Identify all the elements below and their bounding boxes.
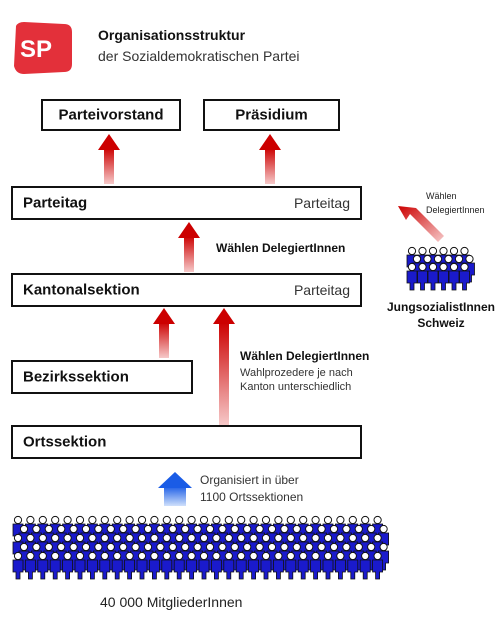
wahlprozedere-line2: Kanton unterschiedlich [240,381,352,393]
person-icon [347,551,359,580]
parteitag-sub: Parteitag [293,195,350,211]
person-icon [173,551,185,580]
waehlen-delegierte-1: Wählen DelegiertInnen [216,241,346,255]
person-icon [459,262,470,291]
kantonalsektion-label: Kantonalsektion [23,281,140,299]
juso-label-line2: Schweiz [417,316,465,330]
box-bezirkssektion: Bezirkssektion [11,360,193,394]
juso-label-line1: JungsozialistInnen [386,300,495,314]
person-icon [310,551,322,580]
parteivorstand-label: Parteivorstand [58,106,164,124]
arrow-to-praesidium [259,134,281,184]
person-icon [272,551,284,580]
person-icon [37,551,49,580]
waehlen-delegierte-2: Wählen DelegiertInnen [240,349,370,363]
person-icon [235,551,247,580]
person-icon [372,551,384,580]
page-title: Organisationsstruktur [98,27,246,43]
arrow-juso-to-parteitag [398,206,444,242]
arrow-ort-to-kantonal [213,308,235,425]
person-icon [248,551,260,580]
person-icon [136,551,148,580]
person-icon [74,551,86,580]
arrow-bezirk-to-kantonal [153,308,175,358]
page-subtitle: der Sozialdemokratischen Partei [98,48,300,64]
box-praesidium: Präsidium [203,99,340,131]
person-icon [62,551,74,580]
person-icon [359,551,371,580]
person-icon [99,551,111,580]
person-icon [260,551,272,580]
box-parteitag: Parteitag Parteitag [11,186,362,220]
praesidium-label: Präsidium [235,106,308,124]
sp-logo: SP [14,22,72,74]
ortssektion-label: Ortssektion [23,433,107,451]
person-icon [427,262,439,291]
person-icon [186,551,198,580]
person-icon [322,551,334,580]
arrow-to-parteitag [178,222,200,272]
person-icon [111,551,123,580]
juso-waehlen-line2: DelegiertInnen [426,205,485,215]
members-crowd [12,515,390,580]
person-icon [438,262,449,291]
juso-waehlen-line1: Wählen [426,191,457,201]
juso-crowd [406,246,475,291]
box-kantonalsektion: Kantonalsektion Parteitag [11,273,362,307]
organisiert-line2: 1100 Ortssektionen [200,490,304,504]
person-icon [285,551,297,580]
wahlprozedere-line1: Wahlprozedere je nach [240,367,353,379]
kantonalsektion-sub: Parteitag [293,282,350,298]
person-icon [406,262,418,291]
person-icon [198,551,210,580]
person-icon [334,551,346,580]
person-icon [24,551,36,580]
person-icon [161,551,173,580]
box-parteivorstand: Parteivorstand [41,99,181,131]
person-icon [49,551,61,580]
person-icon [86,551,98,580]
box-ortssektion: Ortssektion [11,425,362,459]
person-icon [12,551,24,580]
organisiert-line1: Organisiert in über [200,473,299,487]
person-icon [124,551,136,580]
parteitag-label: Parteitag [23,194,88,212]
person-icon [297,551,309,580]
person-icon [148,551,160,580]
bezirkssektion-label: Bezirkssektion [23,368,129,386]
arrow-members-to-ortssektion [158,472,192,506]
person-icon [223,551,235,580]
svg-text:SP: SP [20,36,52,63]
person-icon [210,551,222,580]
arrow-to-parteivorstand [98,134,120,184]
person-icon [448,262,460,291]
members-count: 40 000 MitgliederInnen [100,594,243,610]
person-icon [417,262,428,291]
